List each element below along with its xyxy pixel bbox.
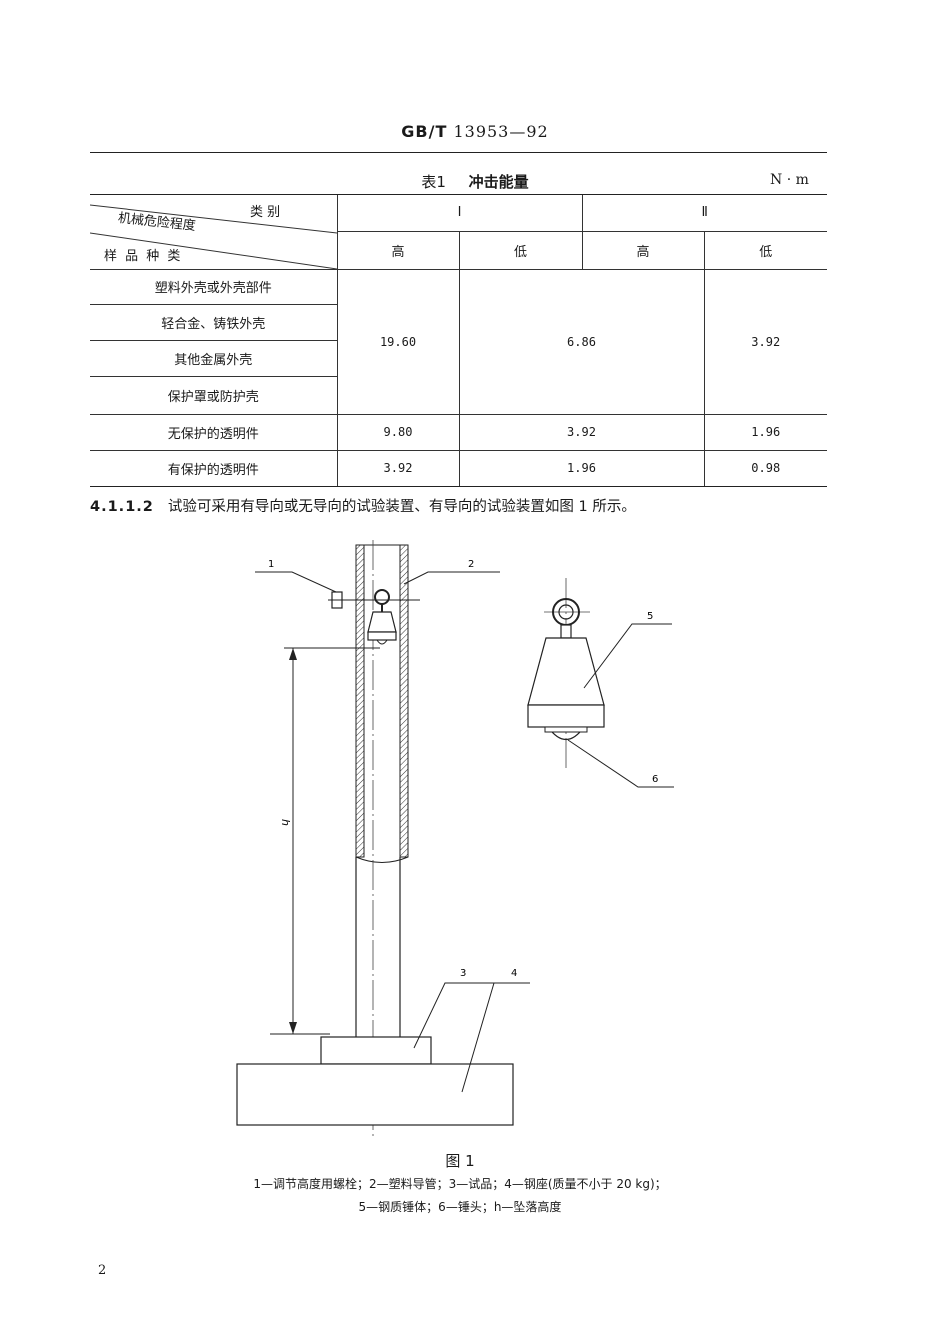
header-rule (90, 152, 827, 153)
table-number: 表1 (421, 173, 446, 191)
height-dimension (270, 647, 380, 1035)
figure-caption: 图 1 (445, 1152, 475, 1170)
level-header-2: 低 (458, 230, 583, 270)
fig-label-6: 6 (652, 774, 658, 785)
steel-base (236, 1063, 514, 1126)
table-title: 表1 冲击能量 (0, 171, 950, 192)
impact-energy-table: 类 别 机械危险程度 样 品 种 类 I Ⅱ 高 低 高 低 塑料外壳或外壳部件… (90, 195, 827, 487)
adjusting-bolt (328, 591, 420, 609)
table-caption: 冲击能量 (468, 173, 529, 191)
row6-value-2: 1.96 (458, 449, 705, 487)
table-top-rule (90, 194, 827, 195)
figure-legend-line-2: 5—钢质锤体；6—锤头；h—坠落高度 (358, 1200, 562, 1214)
corner-diagonals (90, 204, 337, 269)
corner-top-label: 类 别 (250, 205, 281, 220)
std-number: 13953—92 (453, 122, 549, 141)
row5-value-3: 1.96 (703, 413, 827, 451)
group-value-1: 19.60 (336, 268, 460, 415)
leader-2 (403, 571, 500, 585)
row-label-5: 无保护的透明件 (90, 413, 338, 451)
fig-label-5: 5 (647, 611, 653, 622)
leader-4 (461, 982, 530, 1093)
specimen (320, 1036, 432, 1065)
class-header-1: I (336, 195, 583, 232)
leader-6 (567, 739, 674, 788)
std-code: GB/T (401, 122, 448, 141)
group-value-2: 6.86 (458, 268, 705, 415)
corner-bottom-label: 样 品 种 类 (104, 249, 183, 264)
paragraph-number: 4.1.1.2 (90, 499, 154, 515)
hammer-detail (527, 578, 605, 768)
corner-cell: 类 别 机械危险程度 样 品 种 类 (90, 195, 338, 270)
leader-5 (583, 623, 672, 689)
leader-3 (413, 982, 494, 1049)
fig-label-1: 1 (268, 559, 274, 570)
group-value-3: 3.92 (703, 268, 827, 415)
level-header-4: 低 (703, 230, 827, 270)
doc-header: GB/T 13953—92 (0, 122, 950, 141)
table-unit: N · m (770, 172, 809, 188)
level-header-1: 高 (337, 230, 460, 270)
row6-value-1: 3.92 (336, 449, 460, 487)
row-label-6: 有保护的透明件 (90, 449, 338, 487)
leader-1 (255, 571, 337, 593)
paragraph: 4.1.1.2 试验可采用有导向或无导向的试验装置、有导向的试验装置如图 1 所示… (90, 495, 636, 516)
fig-label-h: h (279, 819, 292, 826)
page-number: 2 (98, 1263, 107, 1278)
figure-legend-line-1: 1—调节高度用螺栓；2—塑料导管；3—试品；4—钢座(质量不小于 20 kg)； (253, 1177, 667, 1191)
row6-value-3: 0.98 (703, 449, 827, 487)
row-label-3: 其他金属外壳 (90, 339, 337, 377)
paragraph-text: 试验可采用有导向或无导向的试验装置、有导向的试验装置如图 1 所示。 (167, 499, 636, 515)
row-label-2: 轻合金、铸铁外壳 (90, 303, 337, 341)
plastic-guide-tube (355, 544, 409, 1037)
fig-label-3: 3 (460, 968, 466, 979)
row5-value-2: 3.92 (458, 413, 705, 451)
fig-label-4: 4 (511, 968, 517, 979)
class-header-2: Ⅱ (581, 195, 827, 232)
fig-label-2: 2 (468, 559, 474, 570)
hammer-in-tube (367, 589, 397, 645)
